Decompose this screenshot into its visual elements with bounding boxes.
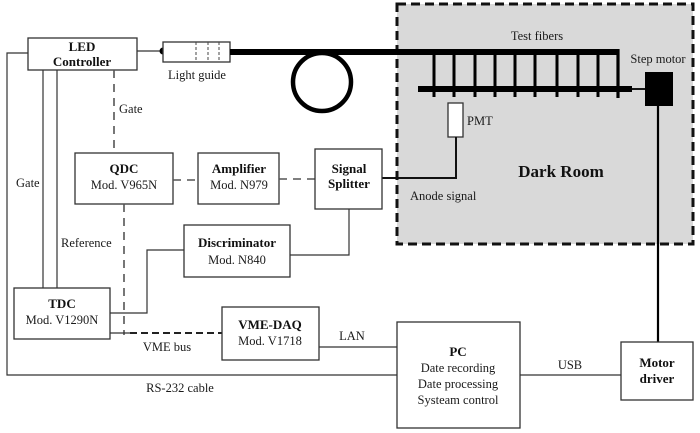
discriminator-tdc-wire: [110, 249, 184, 314]
pmt-label: PMT: [467, 114, 493, 128]
tdc-model: Mod. V1290N: [26, 313, 99, 327]
fiber-loop: [290, 50, 354, 114]
anode-signal-wire: [382, 137, 457, 179]
splitter-discriminator-wire: [290, 209, 350, 256]
rs232-label: RS-232 cable: [146, 381, 214, 395]
led-controller-subtitle: Controller: [53, 54, 111, 69]
discriminator-title: Discriminator: [198, 235, 276, 250]
step-motor: [645, 72, 673, 106]
anode-signal-label: Anode signal: [410, 189, 477, 203]
amplifier-model: Mod. N979: [210, 178, 268, 192]
vme-daq-title: VME-DAQ: [238, 317, 302, 332]
pc-function-2: Date processing: [418, 377, 499, 391]
dark-room-label: Dark Room: [518, 162, 603, 181]
discriminator-model: Mod. N840: [208, 253, 266, 267]
gate-left-label: Gate: [16, 176, 40, 190]
pc-function-3: Systeam control: [418, 393, 499, 407]
discriminator-block: [183, 224, 291, 278]
led-controller-title: LED: [69, 39, 96, 54]
pmt: [447, 102, 464, 138]
motor-driver-title: Motor: [639, 355, 675, 370]
pc-function-1: Date recording: [421, 361, 496, 375]
qdc-title: QDC: [110, 161, 139, 176]
signal-splitter-block: [314, 148, 383, 210]
vme-bus-label: VME bus: [143, 340, 191, 354]
gate-top-label: Gate: [119, 102, 143, 116]
amplifier-title: Amplifier: [212, 161, 266, 176]
tdc-block: [13, 287, 111, 340]
test-fibers-label: Test fibers: [511, 29, 563, 43]
pc-title: PC: [449, 344, 466, 359]
vme-daq-model: Mod. V1718: [238, 334, 302, 348]
signal-splitter-subtitle: Splitter: [328, 176, 370, 191]
lan-label: LAN: [339, 329, 365, 343]
signal-splitter-title: Signal: [332, 161, 367, 176]
qdc-model: Mod. V965N: [91, 178, 157, 192]
step-motor-label: Step motor: [630, 52, 686, 66]
motor-driver-block: [620, 341, 694, 401]
dark-room-region: [395, 2, 695, 246]
pc-block: [396, 321, 521, 429]
motor-driver-subtitle: driver: [640, 371, 675, 386]
rs232-cable: [6, 52, 397, 376]
light-guide-label: Light guide: [168, 68, 226, 82]
amplifier-block: [197, 152, 280, 205]
usb-label: USB: [558, 358, 582, 372]
vme-daq-block: [221, 306, 320, 361]
led-controller-block: [27, 37, 138, 71]
tdc-title: TDC: [48, 296, 75, 311]
reference-label: Reference: [61, 236, 112, 250]
